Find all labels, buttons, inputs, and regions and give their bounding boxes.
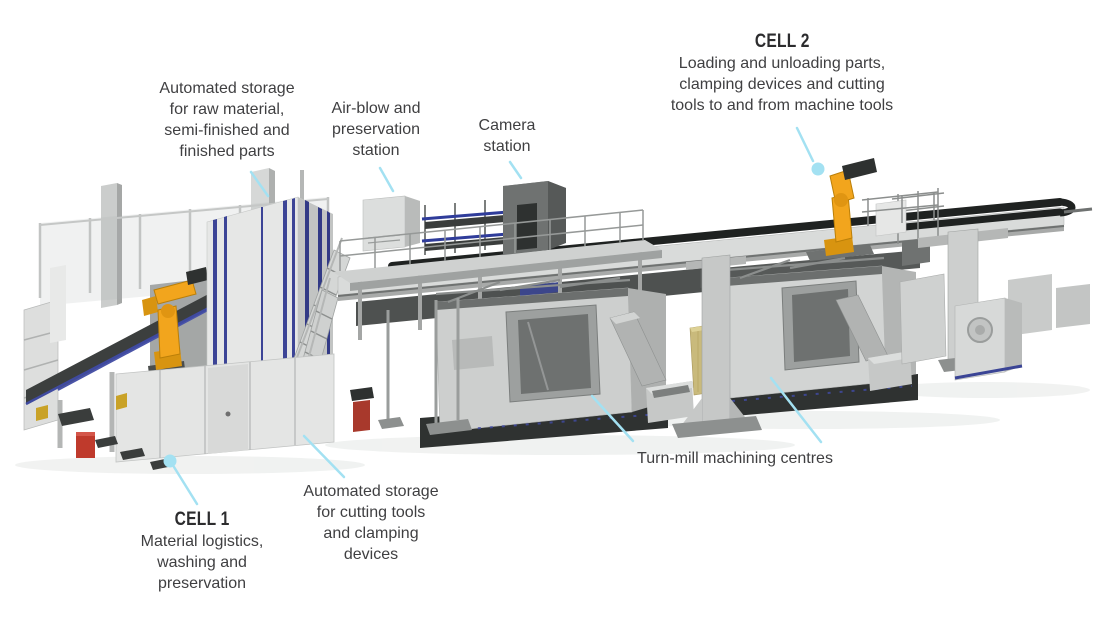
air-blow-line: preservation [331,121,421,138]
cell2-text-line: clamping devices and cutting [679,76,885,93]
storage-raw-line: finished parts [179,143,275,160]
annotation-turn-mill: Turn-mill machining centres [637,448,833,469]
leader-storage-tools [302,434,346,479]
leader-storage-raw [249,170,270,198]
annotation-cell1: CELL 1 Material logistics, washing and p… [141,509,264,594]
cell2-text-line: Loading and unloading parts, [678,55,886,72]
storage-raw-line: semi-finished and [164,122,290,139]
presetter-cart [350,298,472,435]
leader-dot-cell1 [163,454,177,468]
camera-line: Camera [478,117,536,134]
cell1-robot-arm [142,267,208,383]
air-blow-line: station [352,142,400,159]
annotation-air-blow-station: Air-blow and preservation station [332,98,421,161]
cooling-cabinet [954,297,1023,381]
cell2-title: CELL 2 [754,31,810,52]
annotation-storage-cutting-tools: Automated storage for cutting tools and … [303,481,438,565]
annotation-camera-station: Camera station [479,115,536,157]
storage-tools-line: for cutting tools [316,504,426,521]
cell1-text-line: Material logistics, [140,533,264,550]
leader-turnmill-left [590,394,635,443]
turn-mill-label: Turn-mill machining centres [637,450,833,467]
leader-dot-cell2 [811,162,825,176]
leader-turnmill-right [769,376,823,444]
cell1-enclosure [36,353,335,470]
air-blow-line: Air-blow and [331,100,421,117]
chip-conveyor-2 [835,294,916,391]
camera-box [503,181,566,255]
gantry-pedestal-1 [672,254,762,438]
air-blow-box [362,195,420,252]
storage-raw-line: for raw material, [169,101,285,118]
storage-raw-line: Automated storage [159,80,295,97]
storage-tools-line: devices [343,546,399,563]
elevated-platform [333,181,662,340]
right-end-equipment [891,188,1090,381]
cell2-gantry-robot [806,158,939,261]
cell2-text-line: tools to and from machine tools [670,97,894,114]
cell1-title: CELL 1 [174,509,230,530]
cell1-text-line: preservation [157,575,247,592]
leader-cell2 [795,126,815,163]
annotation-storage-raw-material: Automated storage for raw material, semi… [159,78,294,162]
turn-mill-machine-2 [712,256,918,418]
annotation-cell2: CELL 2 Loading and unloading parts, clam… [671,31,893,116]
leader-air-blow [378,166,395,193]
camera-line: station [483,138,531,155]
annotation-leaders [163,126,825,506]
leader-camera [508,160,523,180]
leader-cell1 [172,465,199,506]
accessories [36,393,173,470]
cell1-text-line: washing and [157,554,247,571]
storage-tools-line: Automated storage [303,483,439,500]
storage-tools-line: and clamping [323,525,419,542]
